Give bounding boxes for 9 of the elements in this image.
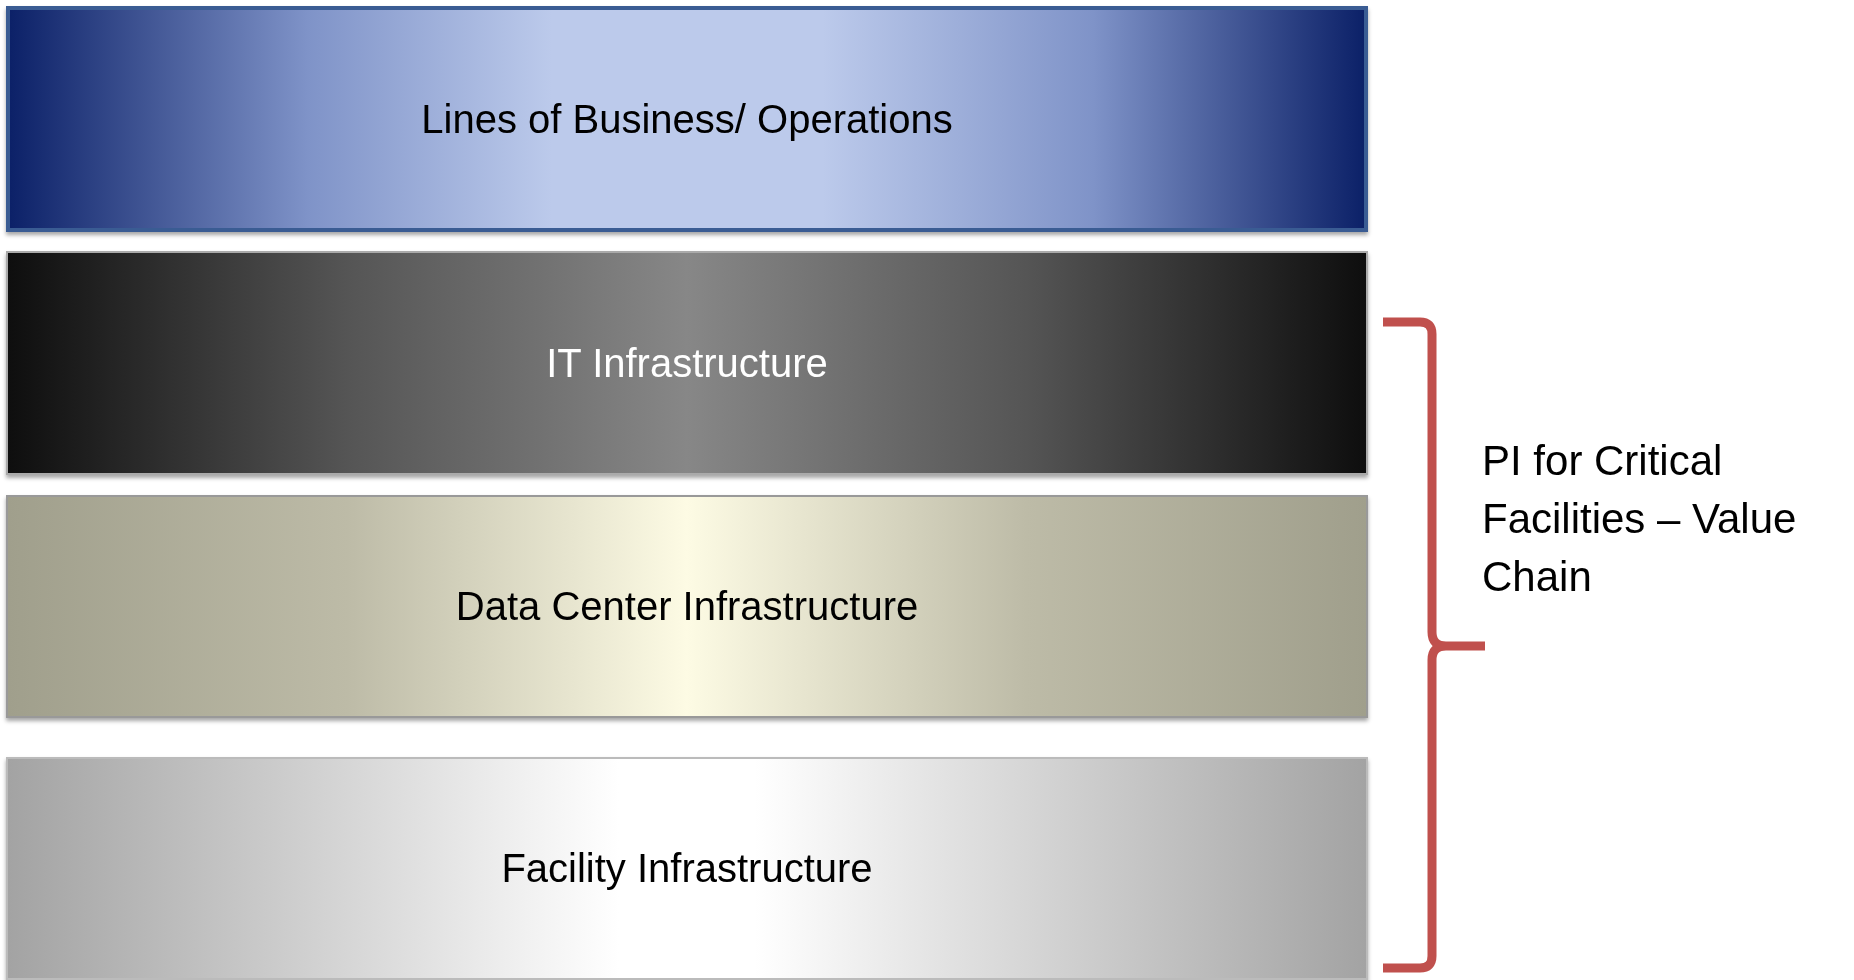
bracket-label: PI for Critical Facilities – Value Chain	[1482, 436, 1798, 602]
data-center-layer-band	[6, 495, 1368, 718]
band-label: IT Infrastructure	[546, 340, 828, 386]
band-label: Data Center Infrastructure	[455, 584, 919, 629]
band-label: Facility Infrastructure	[501, 846, 873, 891]
facility-layer-band	[6, 757, 1368, 980]
it-layer-band	[6, 251, 1368, 475]
band-label: Lines of Business/ Operations	[421, 96, 953, 142]
business-layer-band	[6, 6, 1368, 232]
